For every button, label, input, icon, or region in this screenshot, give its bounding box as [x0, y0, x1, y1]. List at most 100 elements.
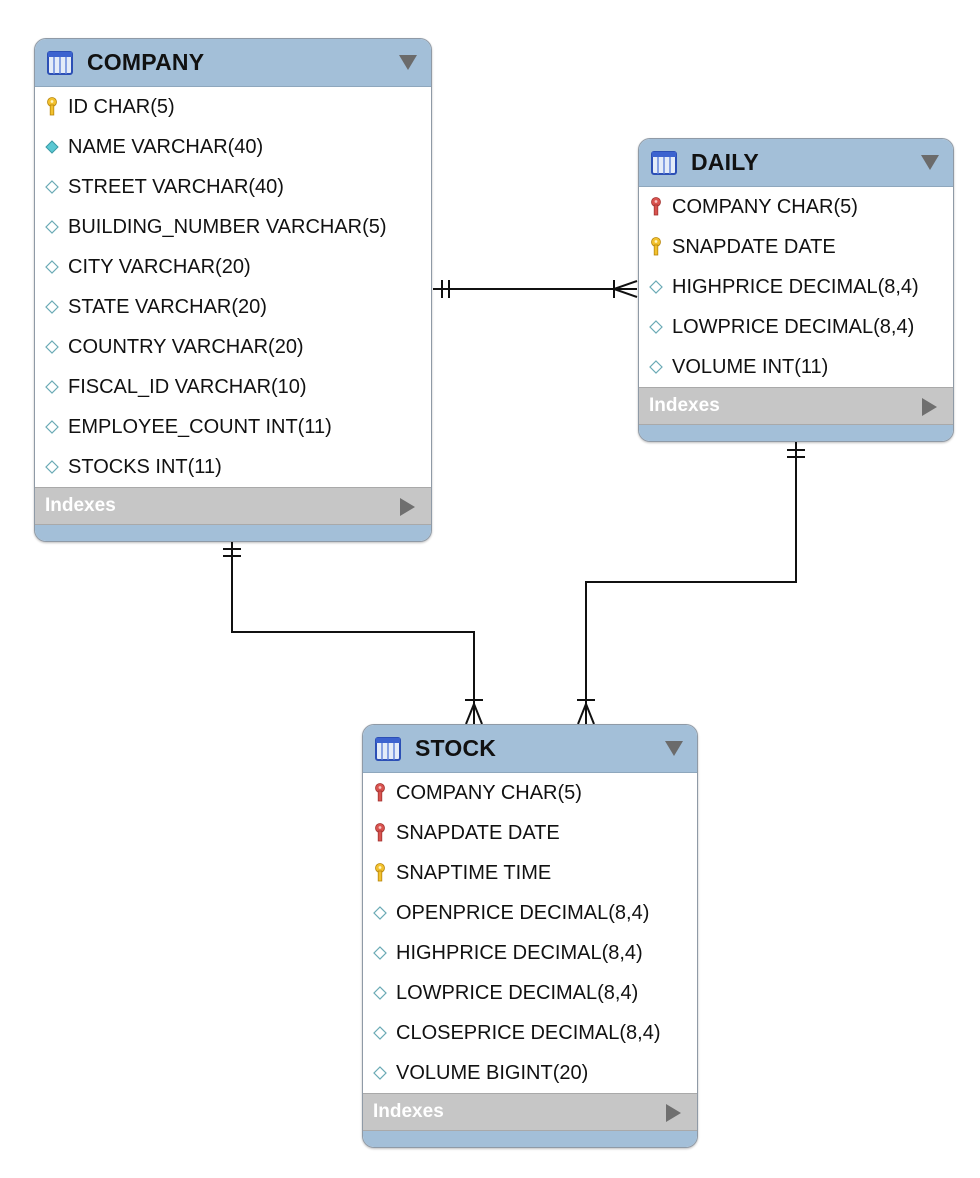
primary-key-icon [375, 863, 385, 882]
column-label: COMPANY CHAR(5) [672, 195, 858, 218]
nullable-diamond-icon [45, 420, 59, 434]
nullable-diamond-icon [373, 906, 387, 920]
column-label: NAME VARCHAR(40) [68, 135, 264, 158]
table-company[interactable]: COMPANY ID CHAR(5) NAME VARCHAR(40) STRE… [34, 38, 432, 542]
column-row[interactable]: BUILDING_NUMBER VARCHAR(5) [35, 207, 431, 247]
table-icon [651, 150, 677, 175]
indexes-section[interactable]: Indexes [639, 387, 953, 425]
nullable-diamond-icon [373, 986, 387, 1000]
collapse-triangle-icon[interactable] [665, 741, 683, 756]
nullable-diamond-icon [45, 460, 59, 474]
column-row[interactable]: HIGHPRICE DECIMAL(8,4) [363, 933, 697, 973]
foreign-primary-key-icon [375, 823, 385, 842]
one-mandatory-marker [223, 548, 241, 557]
many-crowfoot-marker [577, 699, 595, 725]
nullable-diamond-icon [45, 220, 59, 234]
column-row[interactable]: ID CHAR(5) [35, 87, 431, 127]
column-label: COUNTRY VARCHAR(20) [68, 335, 304, 358]
column-row[interactable]: CLOSEPRICE DECIMAL(8,4) [363, 1013, 697, 1053]
table-daily[interactable]: DAILY COMPANY CHAR(5) SNAPDATE DATE HIGH… [638, 138, 954, 442]
column-row[interactable]: CITY VARCHAR(20) [35, 247, 431, 287]
collapse-triangle-icon[interactable] [921, 155, 939, 170]
column-label: CLOSEPRICE DECIMAL(8,4) [396, 1021, 661, 1044]
column-label: LOWPRICE DECIMAL(8,4) [672, 315, 915, 338]
collapse-triangle-icon[interactable] [399, 55, 417, 70]
indexes-label: Indexes [373, 1101, 444, 1122]
column-row[interactable]: LOWPRICE DECIMAL(8,4) [363, 973, 697, 1013]
column-row[interactable]: LOWPRICE DECIMAL(8,4) [639, 307, 953, 347]
one-mandatory-marker [787, 449, 805, 458]
nullable-diamond-icon [649, 280, 663, 294]
expand-arrow-icon[interactable] [400, 498, 415, 516]
many-crowfoot-marker [610, 280, 638, 298]
column-list: COMPANY CHAR(5) SNAPDATE DATE SNAPTIME T… [363, 773, 697, 1093]
nullable-diamond-icon [373, 1066, 387, 1080]
column-row[interactable]: COMPANY CHAR(5) [363, 773, 697, 813]
relationship-daily-stock[interactable] [577, 440, 805, 725]
column-label: LOWPRICE DECIMAL(8,4) [396, 981, 639, 1004]
column-label: HIGHPRICE DECIMAL(8,4) [396, 941, 643, 964]
nullable-diamond-icon [45, 260, 59, 274]
table-stock[interactable]: STOCK COMPANY CHAR(5) SNAPDATE DATE SNAP… [362, 724, 698, 1148]
column-list: ID CHAR(5) NAME VARCHAR(40) STREET VARCH… [35, 87, 431, 487]
column-label: STOCKS INT(11) [68, 455, 222, 478]
indexes-section[interactable]: Indexes [35, 487, 431, 525]
relationship-line [231, 540, 475, 724]
indexes-label: Indexes [45, 495, 116, 516]
column-row[interactable]: COUNTRY VARCHAR(20) [35, 327, 431, 367]
column-label: SNAPTIME TIME [396, 861, 552, 884]
nullable-diamond-icon [45, 340, 59, 354]
column-row[interactable]: COMPANY CHAR(5) [639, 187, 953, 227]
table-icon [47, 50, 73, 75]
column-label: FISCAL_ID VARCHAR(10) [68, 375, 307, 398]
expand-arrow-icon[interactable] [922, 398, 937, 416]
relationship-line [585, 440, 797, 724]
column-row[interactable]: VOLUME INT(11) [639, 347, 953, 387]
nullable-diamond-icon [373, 1026, 387, 1040]
nullable-diamond-icon [373, 946, 387, 960]
table-footer [639, 425, 953, 441]
column-label: STATE VARCHAR(20) [68, 295, 267, 318]
column-row[interactable]: EMPLOYEE_COUNT INT(11) [35, 407, 431, 447]
foreign-primary-key-icon [651, 197, 661, 216]
many-crowfoot-marker [465, 699, 483, 725]
relationship-company-stock[interactable] [223, 540, 483, 725]
nullable-diamond-icon [45, 380, 59, 394]
table-header[interactable]: COMPANY [35, 39, 431, 87]
table-header[interactable]: DAILY [639, 139, 953, 187]
column-label: CITY VARCHAR(20) [68, 255, 251, 278]
table-name: STOCK [415, 735, 497, 761]
table-name: COMPANY [87, 49, 205, 75]
table-name: DAILY [691, 149, 759, 175]
column-row[interactable]: STATE VARCHAR(20) [35, 287, 431, 327]
nullable-diamond-icon [45, 300, 59, 314]
column-label: EMPLOYEE_COUNT INT(11) [68, 415, 332, 438]
foreign-primary-key-icon [375, 783, 385, 802]
column-label: VOLUME INT(11) [672, 355, 829, 378]
column-row[interactable]: OPENPRICE DECIMAL(8,4) [363, 893, 697, 933]
table-header[interactable]: STOCK [363, 725, 697, 773]
column-row[interactable]: SNAPDATE DATE [363, 813, 697, 853]
column-row[interactable]: SNAPDATE DATE [639, 227, 953, 267]
column-row[interactable]: VOLUME BIGINT(20) [363, 1053, 697, 1093]
column-label: OPENPRICE DECIMAL(8,4) [396, 901, 650, 924]
relationship-company-daily[interactable] [433, 280, 638, 298]
column-row[interactable]: STREET VARCHAR(40) [35, 167, 431, 207]
column-label: VOLUME BIGINT(20) [396, 1061, 589, 1084]
not-null-diamond-icon [45, 140, 59, 154]
column-row[interactable]: SNAPTIME TIME [363, 853, 697, 893]
column-row[interactable]: FISCAL_ID VARCHAR(10) [35, 367, 431, 407]
table-footer [35, 525, 431, 541]
column-row[interactable]: HIGHPRICE DECIMAL(8,4) [639, 267, 953, 307]
one-mandatory-marker [441, 280, 450, 298]
nullable-diamond-icon [649, 360, 663, 374]
primary-key-icon [47, 97, 57, 116]
column-row[interactable]: NAME VARCHAR(40) [35, 127, 431, 167]
column-label: BUILDING_NUMBER VARCHAR(5) [68, 215, 387, 238]
expand-arrow-icon[interactable] [666, 1104, 681, 1122]
nullable-diamond-icon [649, 320, 663, 334]
column-label: COMPANY CHAR(5) [396, 781, 582, 804]
indexes-section[interactable]: Indexes [363, 1093, 697, 1131]
column-row[interactable]: STOCKS INT(11) [35, 447, 431, 487]
